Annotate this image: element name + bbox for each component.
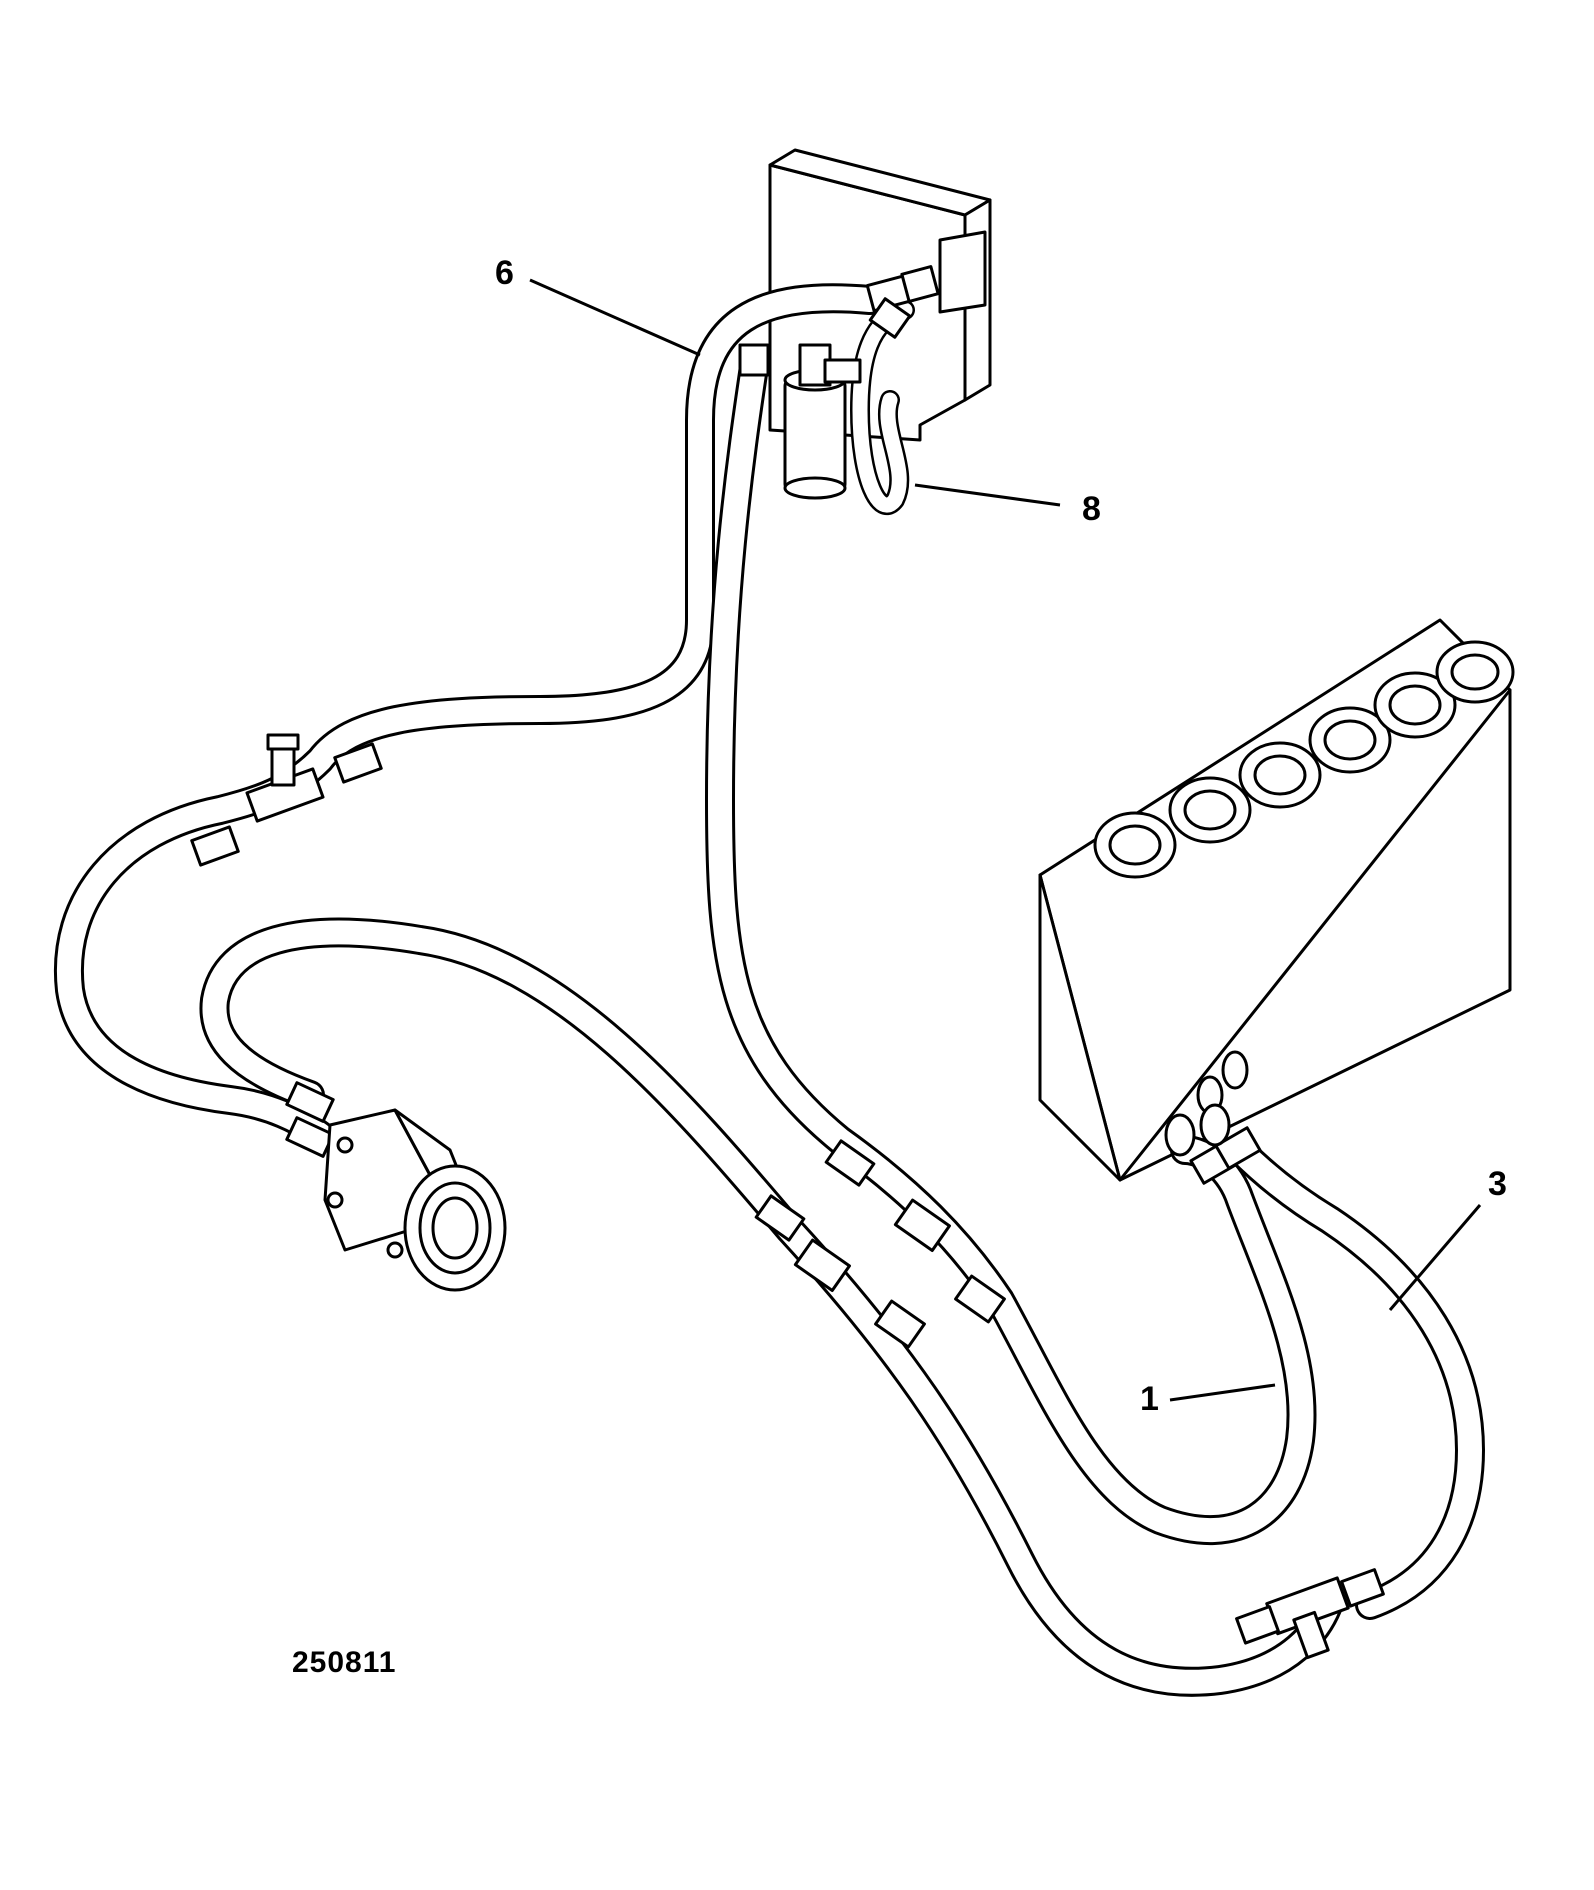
leader-line-3 [1388,1204,1482,1311]
figure-number: 250811 [292,1646,397,1679]
callout-label-8: 8 [1082,490,1101,528]
leader-line-6 [529,278,701,357]
callout-label-6: 6 [495,254,514,292]
evaporator-unit [1038,618,1515,1182]
compressor [323,1108,507,1292]
callout-label-3: 3 [1488,1165,1507,1203]
service-tee-valve-upper [245,733,325,823]
callout-label-1: 1 [1140,1380,1159,1418]
evaporator-outlet-vents [1093,640,1515,879]
leader-line-1 [1169,1383,1276,1402]
hose-fittings [190,265,1262,1349]
leader-line-8 [914,483,1061,507]
hose-tee-to-evaporator [1225,1135,1485,1620]
evaporator-fittings [1164,1050,1249,1157]
receiver-drier [783,343,862,500]
service-tee-valve-lower [1235,1568,1385,1660]
hose-condenser-to-receiver [849,300,915,515]
